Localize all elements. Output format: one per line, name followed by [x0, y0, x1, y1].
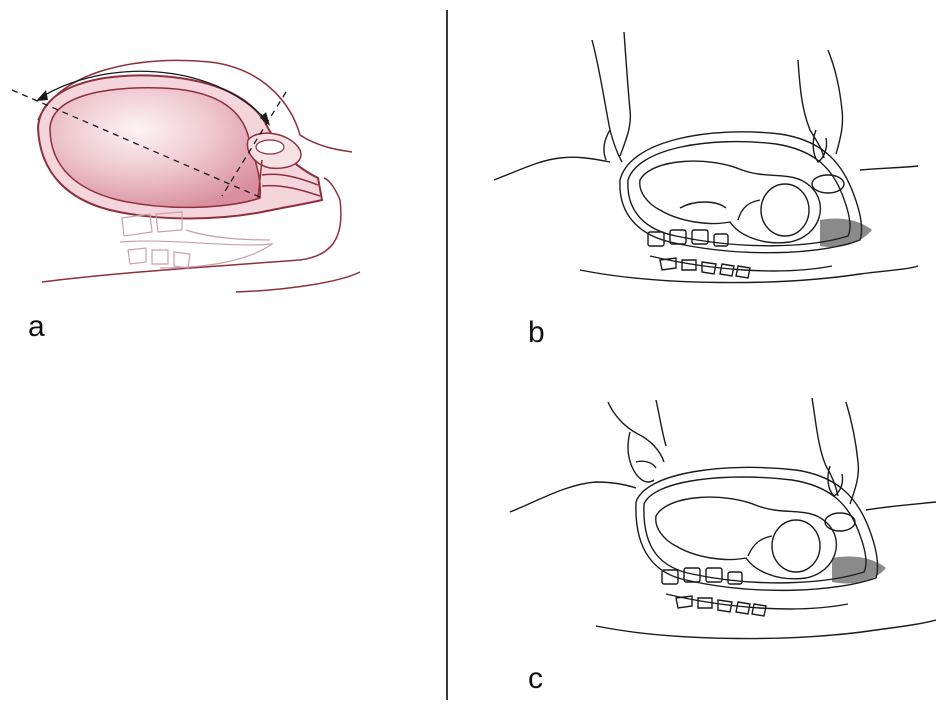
- panel-label-c: c: [528, 664, 543, 694]
- panel-c-illustration: [496, 392, 936, 652]
- panel-label-b: b: [528, 318, 545, 348]
- panel-a-illustration: [0, 0, 440, 330]
- panel-divider: [446, 10, 448, 700]
- palpation-drawing-c: [496, 392, 936, 652]
- palpation-drawing-b: [480, 30, 920, 310]
- spine-segments: [120, 212, 272, 268]
- uterus-cross-section-diagram: [0, 0, 440, 330]
- panel-label-a: a: [28, 312, 45, 342]
- panel-b-illustration: [480, 30, 920, 310]
